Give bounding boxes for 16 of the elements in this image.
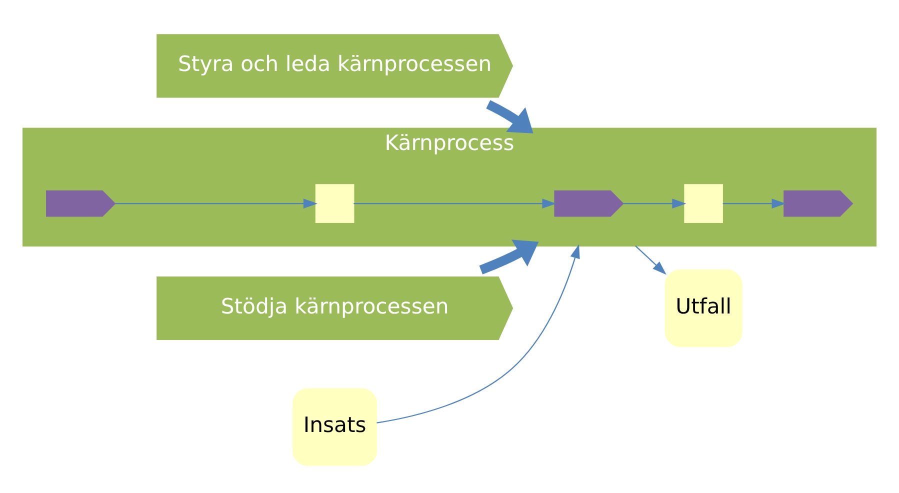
arrow [376,244,580,424]
arrow [623,198,686,208]
node-box: Insats [292,388,378,466]
node-chevron [46,190,116,217]
arrow [722,198,786,208]
arrow [486,100,534,134]
node-chevron [554,190,624,217]
node-chevron [784,190,854,217]
node-box: Utfall [664,269,742,348]
arrow [115,198,318,208]
node-box [315,184,354,223]
cluster: Kärnprocess [22,128,876,246]
node-box [684,184,723,223]
arrow [354,198,556,208]
arrow [479,240,539,274]
arrow [635,245,666,275]
